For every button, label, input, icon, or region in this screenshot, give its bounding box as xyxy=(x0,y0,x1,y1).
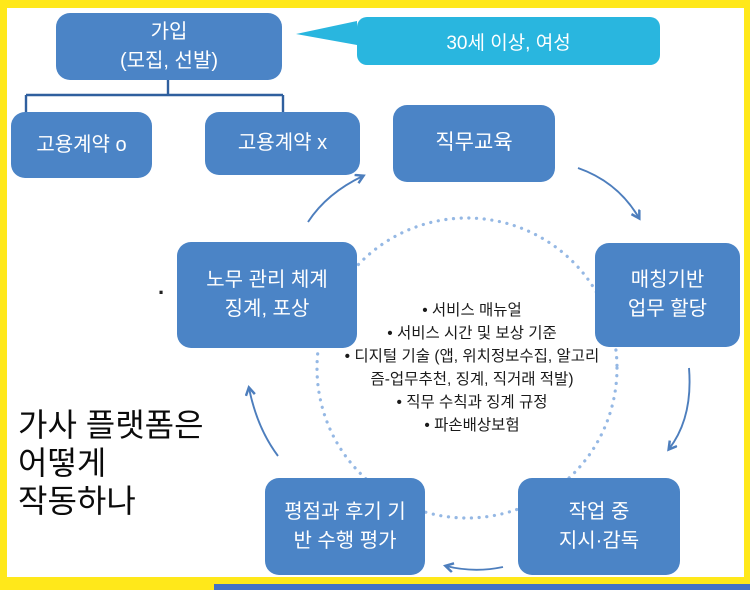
callout-tail xyxy=(296,21,357,45)
node-labor-management: 노무 관리 체계 징계, 포상 xyxy=(177,242,357,348)
node-contract-no: 고용계약 x xyxy=(205,112,360,175)
page-title-line3: 작동하나 xyxy=(18,483,136,519)
node-join: 가입 (모집, 선발) xyxy=(56,13,282,80)
node-join-line2: (모집, 선발) xyxy=(119,49,219,72)
page-title: 가사 플랫폼은 어떻게 작동하나 xyxy=(18,406,204,520)
cycle-dotted-circle xyxy=(315,216,619,520)
org-tree-connector xyxy=(24,80,285,112)
frame-border-top xyxy=(0,0,750,8)
node-rating-evaluation: 평점과 후기 기 반 수행 평가 xyxy=(265,478,425,575)
frame-border-right xyxy=(744,0,750,590)
center-list-item: • 서비스 시간 및 보상 기준 xyxy=(387,325,557,342)
center-list-item: • 파손배상보험 xyxy=(424,417,520,434)
node-evaluation-line2: 반 수행 평가 xyxy=(293,529,397,552)
node-contract-yes-label: 고용계약 o xyxy=(36,133,127,156)
center-list-item: • 디지털 기술 (앱, 위치정보수집, 알고리즘-업무추천, 징계, 직거래 … xyxy=(344,348,600,388)
arrow-training-to-matching xyxy=(577,167,639,218)
cycle-center-list: • 서비스 매뉴얼 • 서비스 시간 및 보상 기준 • 디지털 기술 (앱, … xyxy=(338,299,606,437)
node-work-supervision: 작업 중 지시·감독 xyxy=(518,478,680,575)
node-supervision-line2: 지시·감독 xyxy=(558,529,640,552)
page-title-line2: 어떻게 xyxy=(18,445,107,481)
node-labor-line1: 노무 관리 체계 xyxy=(206,269,328,291)
node-matching-line1: 매칭기반 xyxy=(630,269,705,291)
arrow-matching-to-supervision xyxy=(669,367,691,449)
node-contract-yes: 고용계약 o xyxy=(11,112,152,178)
callout-age-gender: 30세 이상, 여성 xyxy=(357,17,660,65)
arrow-supervision-to-evaluation xyxy=(446,566,504,570)
node-matching-assignment: 매칭기반 업무 할당 xyxy=(595,243,740,347)
center-list-item: • 직무 수칙과 징계 규정 xyxy=(396,394,548,411)
arrow-labor-to-training xyxy=(307,176,363,223)
node-contract-no-label: 고용계약 x xyxy=(237,132,328,154)
node-matching-line2: 업무 할당 xyxy=(627,298,708,320)
arrow-evaluation-to-labor xyxy=(249,388,279,457)
node-supervision-line1: 작업 중 xyxy=(568,500,630,523)
node-job-training-label: 직무교육 xyxy=(435,131,513,155)
stray-period-mark: . xyxy=(158,274,165,299)
node-job-training: 직무교육 xyxy=(393,105,555,182)
frame-border-left xyxy=(0,0,7,590)
bottom-blue-strip xyxy=(214,584,750,590)
page-title-line1: 가사 플랫폼은 xyxy=(18,407,204,443)
callout-label: 30세 이상, 여성 xyxy=(446,32,571,54)
node-join-line1: 가입 xyxy=(150,20,188,43)
center-list-item: • 서비스 매뉴얼 xyxy=(422,302,522,319)
node-labor-line2: 징계, 포상 xyxy=(224,298,310,320)
node-evaluation-line1: 평점과 후기 기 xyxy=(284,500,406,523)
